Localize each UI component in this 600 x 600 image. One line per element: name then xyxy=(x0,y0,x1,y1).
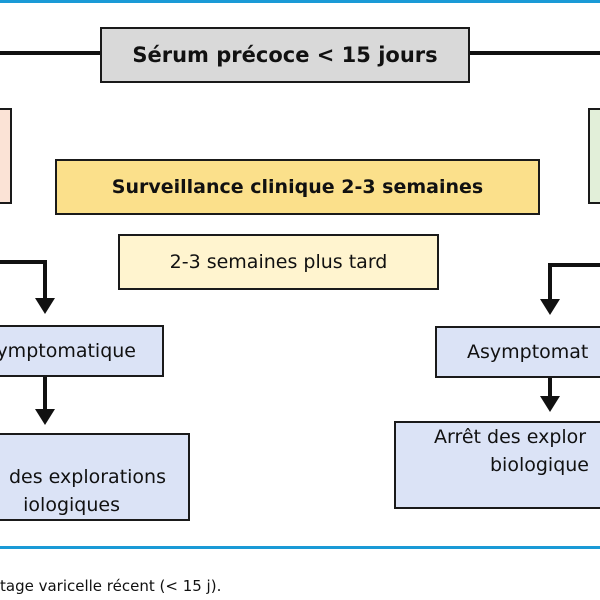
surveillance-label: Surveillance clinique 2-3 semaines xyxy=(111,176,484,198)
left-result-line2: iologiques xyxy=(23,494,120,516)
left-elbow-vertical xyxy=(43,260,47,302)
connector-top-left xyxy=(0,51,102,55)
right-down-line xyxy=(548,378,552,400)
right-result-line1: Arrêt des explor xyxy=(434,426,587,448)
right-result-box: Arrêt des explor biologique xyxy=(394,421,600,509)
left-status-box: ymptomatique xyxy=(0,325,164,377)
early-serum-box: Sérum précoce < 15 jours xyxy=(100,27,470,83)
surveillance-box: Surveillance clinique 2-3 semaines xyxy=(55,159,540,215)
left-partial-box xyxy=(0,108,12,204)
right-arrow-head-2 xyxy=(540,396,560,412)
right-elbow-horizontal xyxy=(548,263,600,267)
early-serum-label: Sérum précoce < 15 jours xyxy=(132,43,438,67)
right-elbow-vertical xyxy=(548,263,552,303)
left-elbow-horizontal xyxy=(0,260,47,264)
left-status-label: ymptomatique xyxy=(0,340,136,362)
bottom-rule xyxy=(0,546,600,549)
later-label: 2-3 semaines plus tard xyxy=(169,251,388,273)
left-result-line1: des explorations xyxy=(8,466,166,488)
right-status-box: Asymptomat xyxy=(435,326,600,378)
right-result-line2: biologique xyxy=(490,454,589,476)
left-arrow-head-1 xyxy=(35,298,55,314)
right-partial-box xyxy=(588,108,600,204)
right-arrow-head-1 xyxy=(540,299,560,315)
connector-top-right xyxy=(468,51,600,55)
left-arrow-head-2 xyxy=(35,409,55,425)
later-box: 2-3 semaines plus tard xyxy=(118,234,439,290)
left-result-box: des explorations iologiques xyxy=(0,433,190,521)
figure-caption: tage varicelle récent (< 15 j). xyxy=(0,577,222,595)
top-rule xyxy=(0,0,600,3)
right-status-label: Asymptomat xyxy=(467,341,589,363)
left-down-line xyxy=(43,377,47,413)
